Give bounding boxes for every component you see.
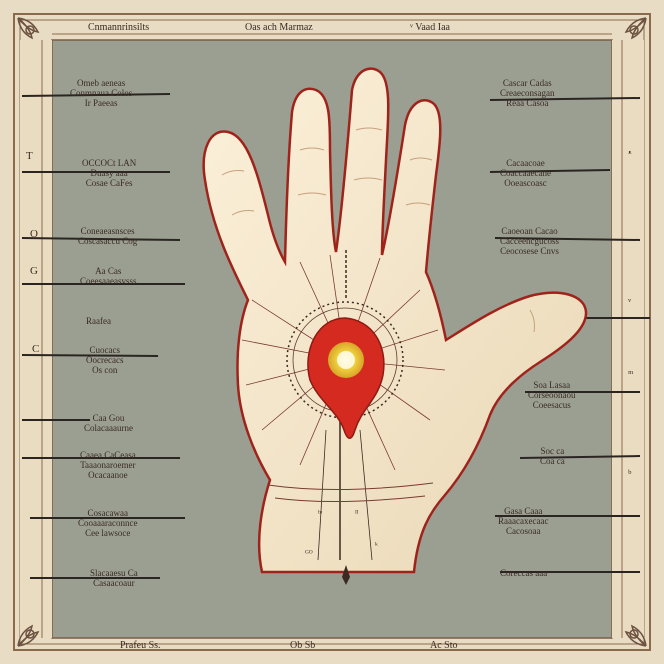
label-line: Taaaonaroemer	[80, 460, 136, 470]
label-line: Cacaacoae	[506, 158, 545, 168]
left-side-mark: O	[30, 228, 38, 240]
left-label-group: Caaea CaCeasa Taaaonaroemer Ocacaanoe	[80, 450, 136, 480]
label-line: Aa Cas	[95, 266, 122, 276]
outer-border	[13, 13, 651, 651]
label-line: Soa Lasaa	[533, 380, 571, 390]
label-line: Coa ca	[540, 456, 565, 466]
label-line: Duasy aaa	[90, 168, 128, 178]
label-line: Corseoonaou	[528, 390, 576, 400]
left-label-group: Cuocacs Oocrecacs Os con	[86, 345, 123, 375]
label-line: Soc ca	[540, 446, 565, 456]
label-line: Ocacaanoe	[88, 470, 128, 480]
label-line: Os con	[92, 365, 118, 375]
right-side-mark: ᵛ	[628, 296, 632, 308]
wrist-mark: ᵇᶦ	[318, 508, 323, 518]
left-pointer-lines	[21, 93, 185, 579]
label-line: Ooeascoasc	[504, 178, 547, 188]
label-line: Raafea	[86, 316, 111, 326]
label-line: Raaacaxecaac	[498, 516, 549, 526]
label-line: Slacaaesu Ca	[90, 568, 138, 578]
right-label-group: Gasa Caaa Raaacaxecaac Cacosoaa	[498, 506, 548, 536]
label-line: Gasa Caaa	[504, 506, 543, 516]
left-label-group: Caa Gou Colacaaaurne	[84, 413, 133, 433]
right-pointer-lines	[489, 97, 650, 573]
right-label-group: Coreccas aaa	[500, 568, 547, 578]
hand-illustration	[202, 67, 588, 585]
label-line: Coscasaccu Cog	[78, 236, 138, 246]
label-line: Creaeconsagan	[500, 88, 555, 98]
left-label-group: Coneaeasnsces Coscasaccu Cog	[78, 226, 137, 246]
wrist-mark: ᴵᴵ	[355, 508, 359, 518]
label-line: Ir Paeeas	[84, 98, 118, 108]
label-line: Coneaeasnsces	[80, 226, 135, 236]
header-left-text: Cnmannrinsilts	[88, 22, 150, 33]
left-label-group: Slacaaesu Ca Casaacoaur	[90, 568, 138, 588]
right-side-mark: ᵜ	[628, 148, 632, 160]
right-side-mark: ᵇ	[628, 468, 632, 480]
label-line: Reaa Casoa	[506, 98, 549, 108]
label-line: Coeesaaeasvsss	[80, 276, 137, 286]
footer-left-text: Prafeu Ss.	[120, 640, 161, 651]
label-line: Oocrecacs	[86, 355, 124, 365]
right-strip	[612, 40, 644, 638]
right-label-group: Cascar Cadas Creaeconsagan Reaa Casoa	[500, 78, 554, 108]
label-line: Coeesacus	[532, 400, 571, 410]
label-line: Conmnaua Colos	[70, 88, 133, 98]
left-strip	[20, 40, 52, 638]
label-line: Casaacoaur	[93, 578, 135, 588]
left-side-mark: C	[32, 343, 40, 355]
header-right-text: ᵛ Vaad Iaa	[410, 22, 450, 33]
header-center-text: Oas ach Marmaz	[245, 22, 313, 33]
label-line: Colacaaaurne	[84, 423, 133, 433]
footer-right-text: Ac Sto	[430, 640, 458, 651]
corner-ornament-icon	[17, 17, 647, 647]
label-line: Caaea CaCeasa	[80, 450, 136, 460]
label-line: Cacosoaa	[505, 526, 541, 536]
label-line: Cascar Cadas	[502, 78, 552, 88]
label-line: Ceocosese Cnvs	[500, 246, 559, 256]
left-label-group: Aa Cas Coeesaaeasvsss	[80, 266, 136, 286]
right-label-group: Soc ca Coa ca	[540, 446, 565, 466]
label-line: Cacceencgucoss	[500, 236, 559, 246]
right-side-mark: ᵐ	[628, 368, 634, 380]
left-label-group: Cosacawaa Cooaaaraconnce Cee lawsoce	[78, 508, 137, 538]
label-line: Cee lawsoce	[85, 528, 131, 538]
left-label-group: Raafea	[86, 316, 111, 326]
left-label-group: OCCOCt LAN Duasy aaa Cosae CaFes	[82, 158, 136, 188]
left-label-group: Omeb aeneas Conmnaua Colos Ir Paeeas	[70, 78, 132, 108]
wrist-mark: ᵏ	[375, 540, 378, 550]
label-line: OCCOCt LAN	[82, 158, 137, 168]
label-line: Cosacawaa	[87, 508, 128, 518]
footer-center-text: Ob Sb	[290, 640, 316, 651]
right-label-group: Cacaacoae Coaccaaecane Ooeascoasc	[500, 158, 551, 188]
label-line: Caa Gou	[92, 413, 125, 423]
right-label-group: Soa Lasaa Corseoonaou Coeesacus	[528, 380, 576, 410]
left-side-mark: G	[30, 265, 38, 277]
label-line: Cooaaaraconnce	[78, 518, 138, 528]
label-line: Omeb aeneas	[77, 78, 126, 88]
label-line: Cosae CaFes	[85, 178, 133, 188]
heart-shape	[307, 317, 385, 439]
left-side-mark: T	[26, 150, 33, 162]
label-line: Coreccas aaa	[500, 568, 548, 578]
label-line: Caoeoan Cacao	[501, 226, 558, 236]
right-label-group: Caoeoan Cacao Cacceencgucoss Ceocosese C…	[500, 226, 559, 256]
wrist-mark: ᴳᴼ	[305, 548, 313, 558]
label-line: Coaccaaecane	[500, 168, 551, 178]
label-line: Cuocacs	[89, 345, 120, 355]
